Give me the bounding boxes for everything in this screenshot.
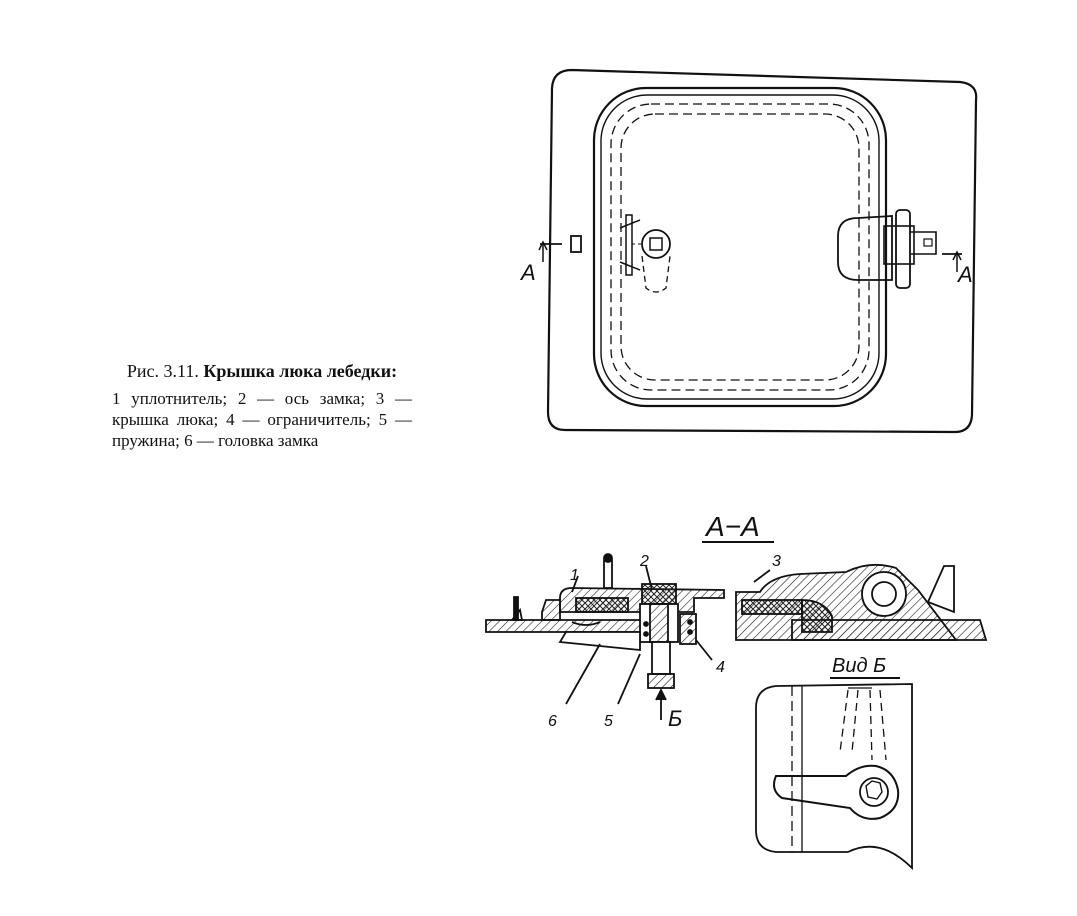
hatch-top-view (538, 68, 978, 434)
section-marker-left (538, 240, 562, 262)
caption-title-block: Рис. 3.11. Крышка люка лебедки: (112, 360, 412, 382)
callout-2: 2 (639, 553, 649, 570)
callout-labels: 1 2 3 4 5 6 (548, 553, 781, 730)
section-title: А−А (704, 511, 760, 542)
panel-outline (546, 68, 978, 434)
callout-5: 5 (604, 713, 613, 730)
caption-label: Рис. 3.11. (126, 361, 199, 381)
section-mark-right-label: А (956, 262, 973, 287)
callout-6: 6 (548, 713, 557, 730)
lock-top-view (619, 214, 671, 293)
hinge-top-view (837, 209, 937, 289)
detail-view-title: Вид Б (832, 655, 886, 677)
caption-legend: 1 уплотнитель; 2 — ось замка; 3 — крышка… (112, 389, 412, 450)
seal-dashed-inner (620, 113, 860, 381)
stop-block (570, 235, 582, 253)
callout-1: 1 (570, 567, 579, 584)
hatch-cover-outer (592, 86, 888, 408)
section-aa-drawing (485, 553, 988, 720)
view-arrow-label: Б (668, 706, 682, 731)
hatch-cover-inner (600, 94, 880, 400)
seal-dashed-outer (610, 103, 870, 391)
caption-title: Крышка люка лебедки: (203, 361, 398, 381)
section-marker-right (942, 250, 962, 272)
callout-3: 3 (772, 553, 781, 570)
callout-4: 4 (716, 659, 725, 676)
detail-view-b (755, 683, 913, 871)
section-mark-left-label: А (519, 260, 536, 285)
figure-caption: Рис. 3.11. Крышка люка лебедки: 1 уплотн… (112, 360, 412, 451)
